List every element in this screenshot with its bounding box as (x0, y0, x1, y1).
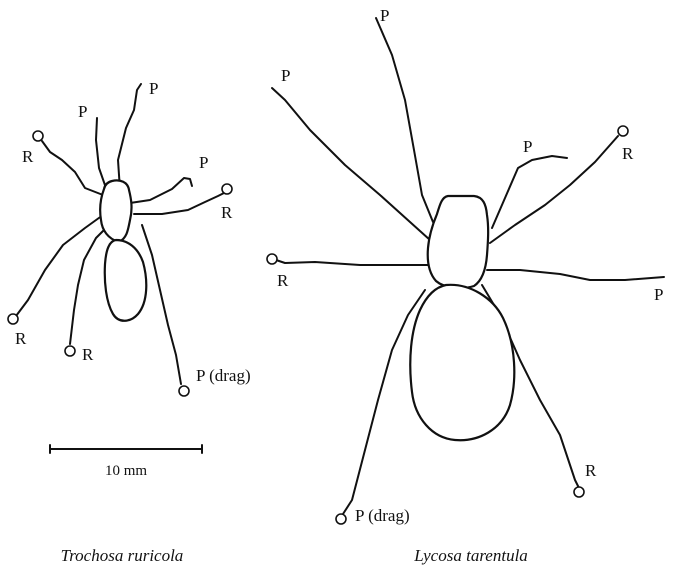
lycosa-foot-circle (267, 254, 277, 264)
lycosa-label-p: P (281, 66, 290, 85)
lycosa-foot-circle (574, 487, 584, 497)
lycosa-abdomen (410, 285, 514, 440)
lycosa-foot-circle (336, 514, 346, 524)
lycosa-label-r: R (585, 461, 597, 480)
trochosa-leg-right-3 (134, 193, 224, 214)
lycosa-label-p-drag: P (drag) (355, 506, 410, 525)
caption-lycosa-tarentula: Lycosa tarentula (413, 546, 528, 565)
trochosa-foot-circle (222, 184, 232, 194)
trochosa-label-r: R (22, 147, 34, 166)
lycosa-leg-left-4 (343, 290, 425, 514)
lycosa-cephalothorax (428, 196, 488, 288)
trochosa-label-p-drag: P (drag) (196, 366, 251, 385)
lycosa-leg-left-1 (376, 18, 433, 222)
caption-trochosa-ruricola: Trochosa ruricola (61, 546, 184, 565)
scale-bar: 10 mm (50, 445, 202, 479)
lycosa-label-p: P (523, 137, 532, 156)
trochosa-label-r: R (82, 345, 94, 364)
trochosa-label-p: P (149, 79, 158, 98)
trochosa-foot-circle (179, 386, 189, 396)
trochosa-label-r: R (221, 203, 233, 222)
lycosa-leg-left-3 (273, 259, 428, 265)
trochosa-foot-circle (8, 314, 18, 324)
trochosa-foot-circle (33, 131, 43, 141)
trochosa-leg-right-1 (118, 84, 141, 190)
trochosa-leg-right-2 (130, 178, 192, 203)
trochosa-leg-right-4 (142, 225, 181, 384)
trochosa-label-r: R (15, 329, 27, 348)
trochosa-leg-left-2 (42, 141, 103, 195)
lycosa-leg-right-3 (487, 270, 664, 280)
trochosa-cephalothorax (100, 180, 131, 242)
trochosa-foot-circle (65, 346, 75, 356)
lycosa-label-p: P (654, 285, 663, 304)
trochosa-leg-left-1 (96, 118, 106, 188)
scale-bar-label: 10 mm (105, 463, 147, 479)
trochosa-abdomen (105, 240, 147, 321)
scale-bar-line (50, 445, 202, 453)
lycosa-label-r: R (277, 271, 289, 290)
trochosa-label-p: P (199, 153, 208, 172)
spider-lycosa-tarentula: P P P P R R R P (drag) (267, 6, 664, 525)
lycosa-foot-circle (618, 126, 628, 136)
lycosa-leg-right-1 (492, 156, 567, 228)
lycosa-label-r: R (622, 144, 634, 163)
trochosa-leg-left-3 (16, 215, 103, 316)
trochosa-leg-left-4 (70, 228, 106, 344)
spider-trochosa-ruricola: P P P R R R R P (drag) (8, 79, 251, 396)
lycosa-label-p: P (380, 6, 389, 25)
trochosa-label-p: P (78, 102, 87, 121)
